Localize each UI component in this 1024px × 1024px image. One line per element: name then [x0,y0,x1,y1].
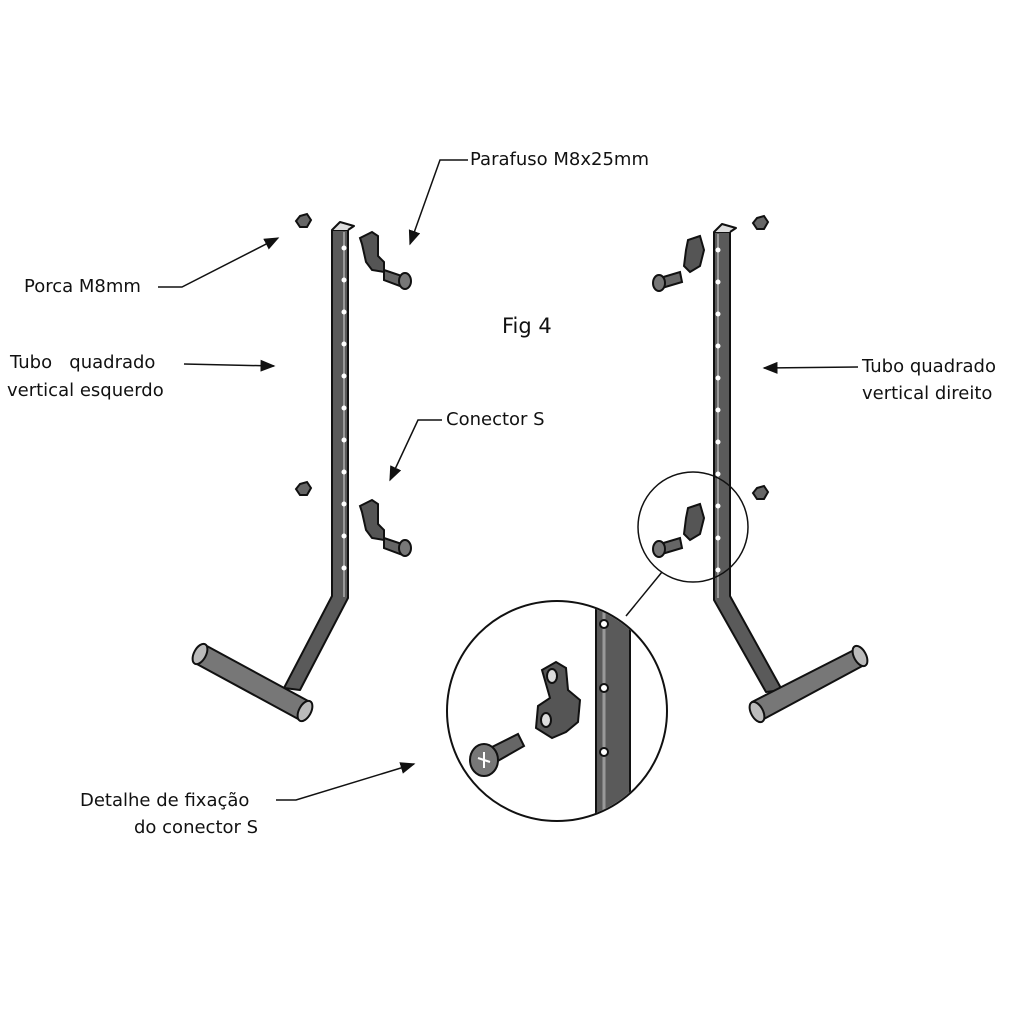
label-nut: Porca M8mm [24,276,141,297]
right-hardware [652,214,770,558]
label-detail-2: do conector S [134,817,259,838]
leader-arrows [158,159,859,801]
label-left-tube-1: Tubo quadrado [10,352,156,373]
left-hardware [294,212,412,557]
detail-marker-circle [637,471,749,583]
right-vertical-tube [713,223,869,724]
label-bolt: Parafuso M8x25mm [470,149,649,170]
figure-title: Fig 4 [502,314,552,338]
label-right-tube-1: Tubo quadrado [862,356,996,377]
label-detail-1: Detalhe de fixação [80,790,250,811]
label-connector: Conector S [446,409,545,430]
label-left-tube-2: vertical esquerdo [7,380,164,401]
left-vertical-tube [191,221,355,723]
detail-view [446,600,668,822]
label-right-tube-2: vertical direito [862,383,993,404]
